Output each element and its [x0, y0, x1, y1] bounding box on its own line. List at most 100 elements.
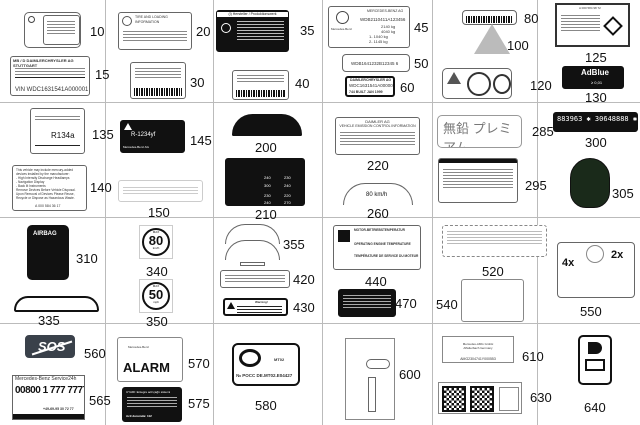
label-550[interactable]: 4x 2x	[557, 242, 635, 298]
label-140[interactable]: This vehicle may include mercury-added d…	[12, 165, 87, 211]
divider	[537, 0, 538, 425]
label-335[interactable]	[14, 296, 99, 312]
callout-220: 220	[367, 158, 389, 173]
callout-420: 420	[293, 272, 315, 287]
callout-560: 560	[84, 346, 106, 361]
warning-triangle-icon	[227, 302, 235, 309]
divider	[322, 0, 323, 425]
callout-310: 310	[76, 251, 98, 266]
label-470[interactable]	[338, 289, 396, 317]
barcode	[466, 16, 513, 23]
label-80[interactable]	[462, 10, 517, 25]
callout-610: 610	[522, 349, 544, 364]
callout-30: 30	[190, 75, 205, 90]
label-260[interactable]: 80 km/h	[343, 183, 413, 205]
label-100[interactable]	[474, 24, 510, 54]
callout-140: 140	[90, 180, 112, 195]
callout-335: 335	[38, 313, 60, 328]
callout-630: 630	[530, 390, 552, 405]
mercedes-star-icon	[336, 11, 349, 24]
label-210[interactable]: 240 230 300 240 230 220 240 270	[225, 158, 305, 206]
barcode	[134, 88, 182, 96]
label-200[interactable]	[232, 114, 302, 136]
label-420[interactable]	[220, 270, 290, 288]
label-40[interactable]	[232, 70, 289, 100]
callout-440: 440	[365, 274, 387, 289]
warning-triangle-icon	[447, 72, 461, 84]
label-125[interactable]: A 000 584 98 72	[555, 3, 630, 47]
gost-logo-icon	[239, 349, 261, 367]
label-560[interactable]: SOS	[25, 335, 75, 358]
headlamp-icon	[588, 342, 602, 354]
label-10[interactable]	[24, 12, 81, 48]
label-45[interactable]: Mercedes-Benz MERCEDES-BENZ AG WDB211041…	[328, 6, 410, 48]
mercedes-star-icon	[28, 16, 35, 23]
warning-triangle-icon	[124, 123, 132, 130]
label-440[interactable]: MOTOR-BETRIEBSTEMPERATUR OPERATING ENGIN…	[333, 225, 421, 270]
callout-600: 600	[399, 367, 421, 382]
label-60[interactable]: DAIMLERCHRYSLER AG WDC1631541A000001 744…	[345, 76, 395, 97]
label-30[interactable]	[130, 62, 186, 99]
callout-430: 430	[293, 300, 315, 315]
label-630[interactable]	[438, 382, 522, 414]
label-600[interactable]	[345, 338, 395, 420]
callout-45: 45	[414, 20, 429, 35]
label-15[interactable]: MB / D DAIMLERCHRYSLER AG STUTTGART VIN …	[10, 56, 90, 96]
label-50[interactable]: WDB1641232B12345 6	[342, 54, 410, 72]
callout-300: 300	[585, 135, 607, 150]
label-570[interactable]: Mercedes-Benz ALARM	[117, 337, 183, 382]
callout-550: 550	[580, 304, 602, 319]
callout-355: 355	[283, 237, 305, 252]
callout-575: 575	[188, 396, 210, 411]
label-300[interactable]: 883963 ✱ 30648888 ✱	[553, 112, 638, 132]
label-305[interactable]	[570, 158, 610, 208]
callout-540: 540	[436, 297, 458, 312]
label-130[interactable]: AdBlue ≥ 0,01	[562, 66, 624, 89]
callout-15: 15	[95, 67, 110, 82]
label-20[interactable]: TIRE AND LOADING INFORMATION	[118, 12, 192, 50]
label-220[interactable]: DAIMLER AG VEHICLE EMISSION CONTROL INFO…	[335, 117, 420, 155]
label-640[interactable]	[578, 335, 612, 385]
callout-565: 565	[89, 393, 111, 408]
callout-80: 80	[524, 11, 539, 26]
prohibited-icon	[493, 74, 511, 94]
label-520[interactable]	[442, 225, 547, 257]
qr-code	[442, 386, 466, 412]
label-575[interactable]: UYARI: Entegre acil çağrı sistemi Acil d…	[122, 387, 182, 422]
hazard-diamond-icon	[603, 16, 623, 36]
callout-40: 40	[295, 76, 310, 91]
label-145[interactable]: R-1234yf Mercedes-Benz AG	[120, 120, 185, 153]
callout-10: 10	[90, 24, 105, 39]
label-355[interactable]	[225, 224, 280, 269]
manual-book-icon	[585, 359, 605, 371]
callout-100: 100	[507, 38, 529, 53]
label-430[interactable]: Warning!	[223, 298, 288, 316]
engine-temp-icon	[338, 230, 350, 242]
label-150[interactable]	[118, 180, 203, 202]
callout-35: 35	[300, 23, 315, 38]
callout-50: 50	[414, 56, 429, 71]
label-135[interactable]: R134a	[30, 108, 85, 154]
callout-150: 150	[148, 205, 170, 220]
label-295[interactable]	[438, 158, 518, 203]
label-120[interactable]	[442, 68, 512, 99]
label-35[interactable]: (I) Hersteller / Produktionswerk	[216, 10, 289, 52]
label-350[interactable]: MAX 50 mph	[139, 279, 173, 313]
callout-305: 305	[612, 186, 634, 201]
label-340[interactable]: MAX 80 km/h	[139, 225, 173, 259]
callout-570: 570	[188, 356, 210, 371]
barcode	[236, 90, 285, 97]
qr-code	[470, 386, 494, 412]
label-565[interactable]: Mercedes-Benz Service24h 00800 1 777 777…	[12, 375, 85, 420]
label-580[interactable]: MT02 № РОСС DE.МТ02.Е04427	[232, 343, 300, 386]
label-540[interactable]	[461, 279, 524, 322]
label-610[interactable]: Mercedes-AMG GmbH Affalterbach Germany A…	[442, 336, 514, 363]
callout-125: 125	[585, 50, 607, 65]
label-310[interactable]: AIRBAG	[27, 225, 69, 280]
callout-285: 285	[532, 124, 554, 139]
label-285[interactable]: 無鉛 プレミアム	[437, 115, 522, 148]
divider	[0, 323, 640, 324]
prohibited-icon	[467, 72, 491, 96]
divider	[105, 0, 106, 425]
